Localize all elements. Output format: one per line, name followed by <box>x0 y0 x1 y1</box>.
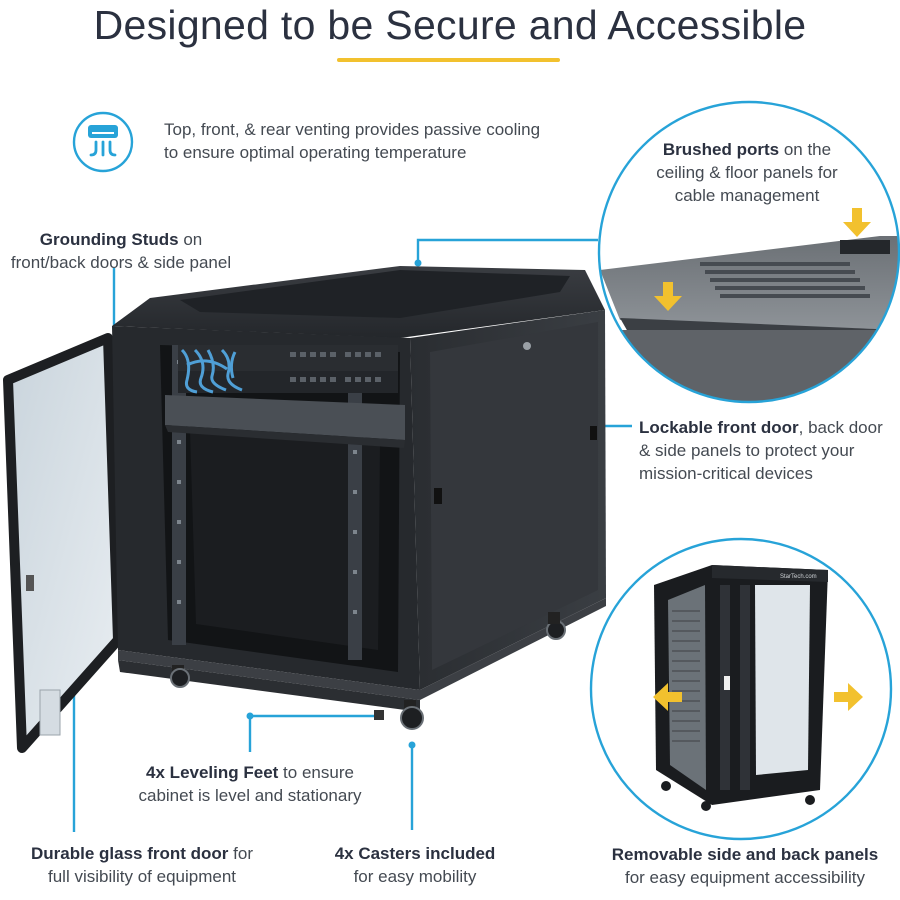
air-vent-icon <box>72 111 134 173</box>
cabinet-body <box>112 266 606 730</box>
brushed-ports-line-2: ceiling & floor panels for <box>656 163 838 182</box>
brushed-ports-caption: Brushed ports on the ceiling & floor pan… <box>632 138 862 207</box>
glass-door-line-2: full visibility of equipment <box>47 867 237 886</box>
grounding-bold: Grounding Studs <box>39 230 179 249</box>
grounding-caption: Grounding Studs on front/back doors & si… <box>0 228 242 274</box>
venting-line-2: to ensure optimal operating temperature <box>164 143 467 162</box>
casters-line-2: for easy mobility <box>353 867 477 886</box>
page-title: Designed to be Secure and Accessible <box>93 2 807 48</box>
removable-panels-inset: StarTech.com <box>589 537 893 841</box>
glass-door-caption: Durable glass front door for full visibi… <box>10 842 274 888</box>
brushed-ports-bold: Brushed ports <box>662 140 780 159</box>
leveling-bold: 4x Leveling Feet <box>146 763 279 782</box>
lockable-caption: Lockable front door, back door & side pa… <box>639 416 899 485</box>
lockable-rest: , back door <box>798 418 883 437</box>
title-underline <box>337 58 560 62</box>
glass-door-rest: for <box>228 844 253 863</box>
removable-line-2: for easy equipment accessibility <box>624 868 865 887</box>
leveling-line-2: cabinet is level and stationary <box>138 786 362 805</box>
leveling-caption: 4x Leveling Feet to ensure cabinet is le… <box>120 761 380 807</box>
leveling-rest: to ensure <box>278 763 354 782</box>
removable-bold: Removable side and back panels <box>611 845 879 864</box>
inset-rack-brand: StarTech.com <box>780 574 817 580</box>
arrow-down-icon <box>654 208 871 311</box>
venting-caption: Top, front, & rear venting provides pass… <box>164 118 594 164</box>
lockable-bold: Lockable front door <box>639 418 799 437</box>
grounding-rest: on <box>178 230 203 249</box>
removable-caption: Removable side and back panels for easy … <box>600 843 890 889</box>
brushed-ports-rest: on the <box>779 140 832 159</box>
arrow-left-right-icon <box>653 683 863 711</box>
glass-door <box>3 333 123 753</box>
casters-bold: 4x Casters included <box>334 844 496 863</box>
brushed-port-inset <box>597 100 900 404</box>
lockable-line-2: & side panels to protect your <box>639 441 855 460</box>
venting-line-1: Top, front, & rear venting provides pass… <box>164 120 541 139</box>
lockable-line-3: mission-critical devices <box>639 464 813 483</box>
brushed-ports-line-3: cable management <box>674 186 820 205</box>
casters-caption: 4x Casters included for easy mobility <box>310 842 520 888</box>
glass-door-bold: Durable glass front door <box>31 844 229 863</box>
grounding-line-2: front/back doors & side panel <box>10 253 232 272</box>
casters <box>170 612 566 730</box>
